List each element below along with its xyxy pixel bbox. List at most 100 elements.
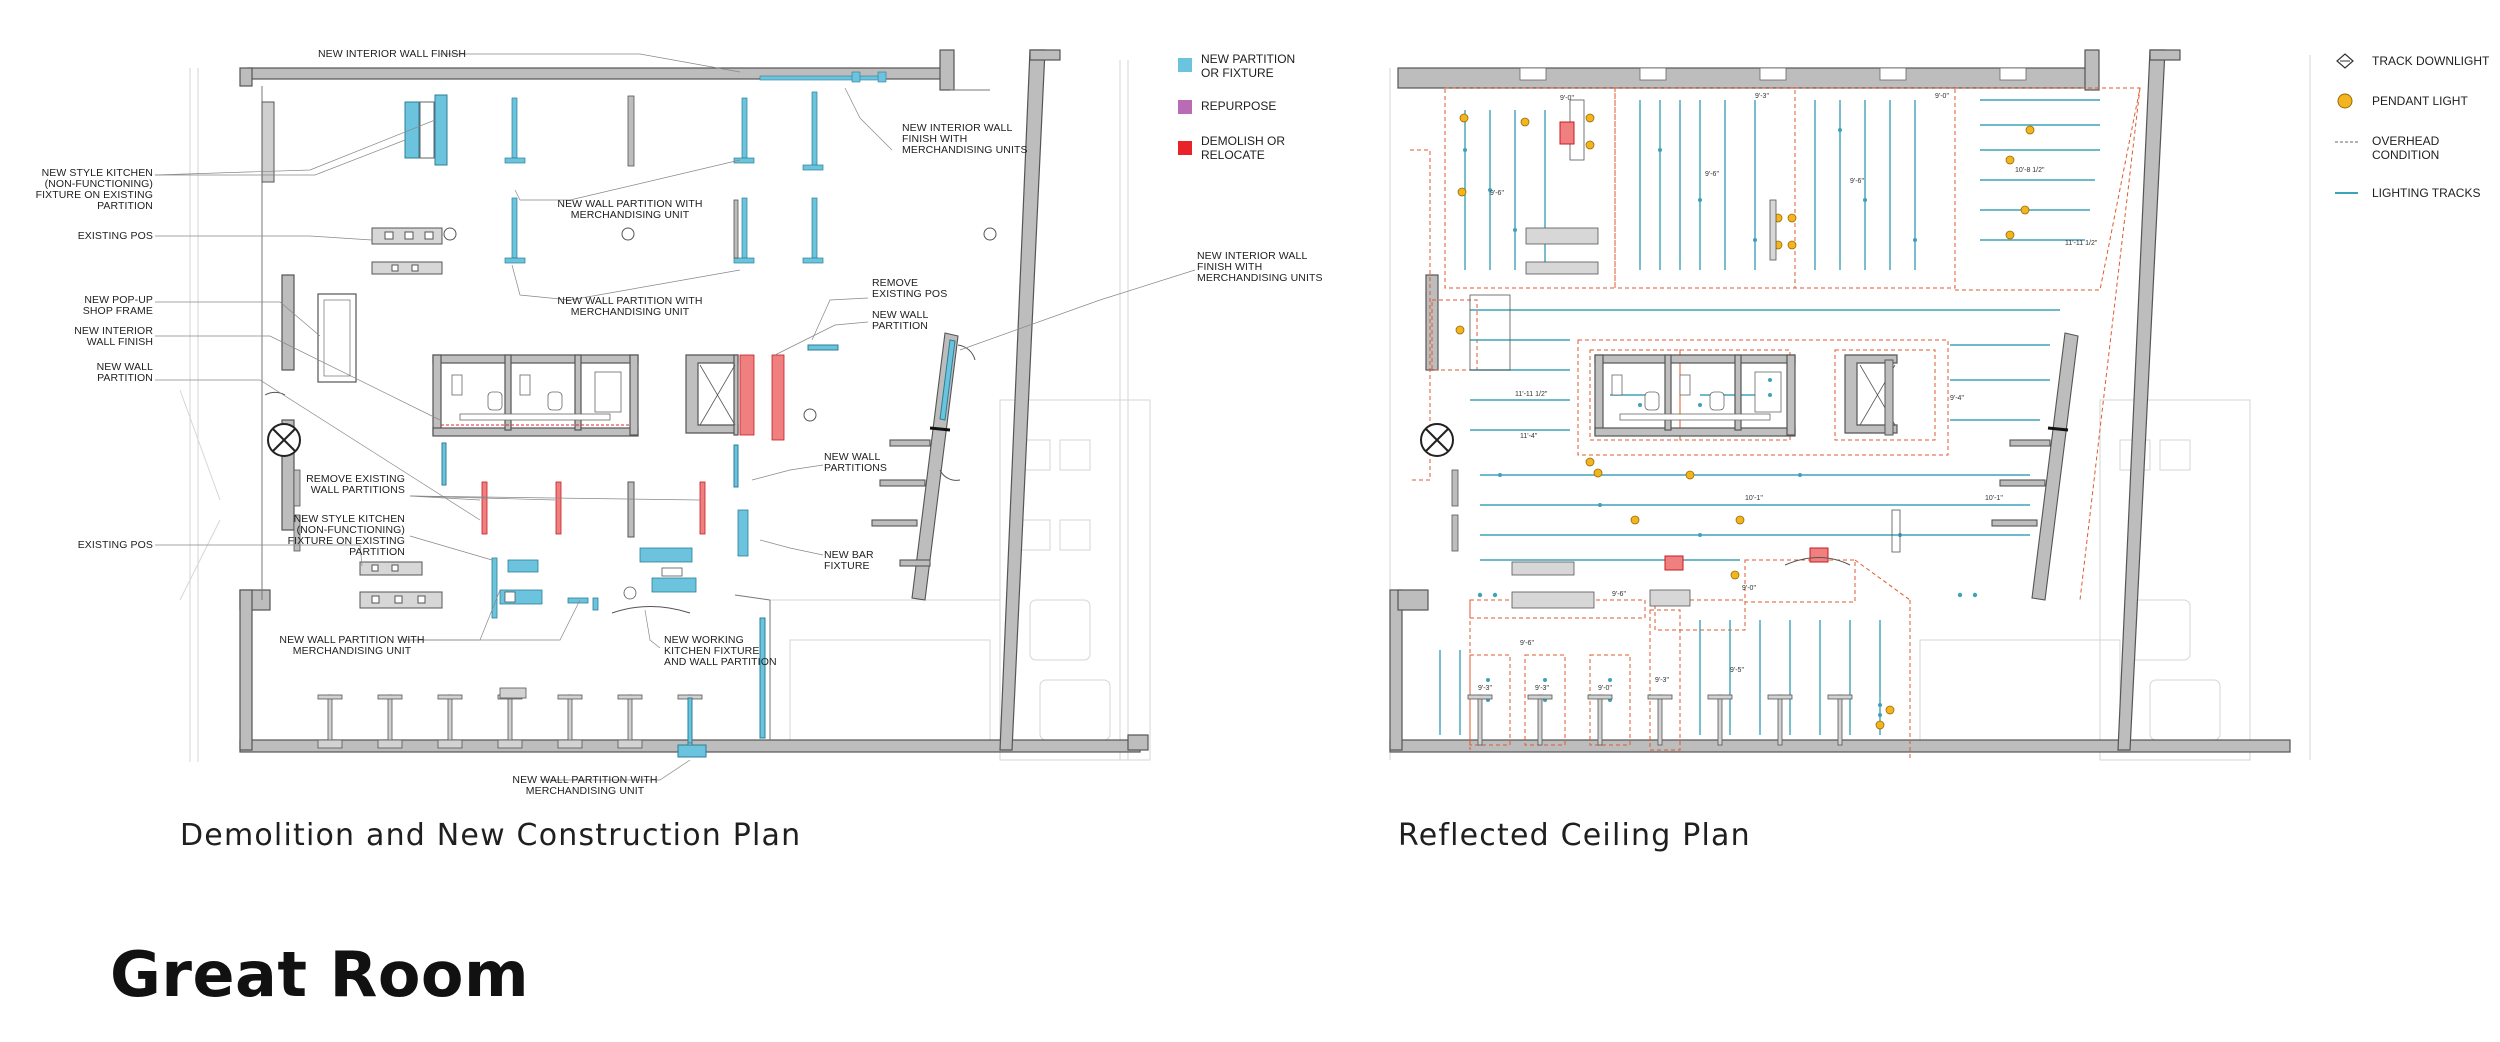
text-line: NEW WALL PARTITION WITH [279, 634, 424, 646]
text-line: TRACK DOWNLIGHT [2372, 54, 2490, 68]
text-line: PARTITION [97, 372, 153, 384]
text-line: OVERHEAD [2372, 134, 2440, 148]
track-downlight-icon [2336, 53, 2354, 69]
kitchen-fixture-lower [491, 509, 749, 619]
ceiling-height: 9'-4" [1950, 395, 1964, 402]
text-line: NEW WALL PARTITION WITH [557, 295, 702, 307]
ceiling-height: 11'-4" [1520, 433, 1538, 440]
text-line: KITCHEN FIXTURE [664, 645, 759, 657]
ceiling-height: 11'-11 1/2" [2065, 240, 2098, 247]
overhead-condition [1410, 87, 2141, 760]
ceiling-height: 9'-6" [1490, 190, 1504, 197]
demolition-annotations: NEW INTERIOR WALL FINISH NEW STYLE KITCH… [36, 48, 1323, 797]
text-line: LIGHTING TRACKS [2372, 186, 2480, 200]
ceiling-height: 10'-8 1/2" [2015, 167, 2045, 174]
text-line: MERCHANDISING UNIT [526, 785, 645, 797]
text-line: PARTITIONS [824, 462, 887, 474]
page-title: Great Room [110, 938, 530, 1011]
text-line: NEW STYLE KITCHEN [42, 167, 153, 179]
text-line: PARTITION [97, 200, 153, 212]
text-line: NEW WALL [872, 309, 928, 321]
ceiling-height: 9'-6" [1520, 640, 1534, 647]
annotation: NEW INTERIOR WALL FINISH [318, 48, 466, 60]
text-line: MERCHANDISING UNITS [1197, 272, 1323, 284]
legend-label: LIGHTING TRACKS [2372, 186, 2480, 200]
text-line: AND WALL PARTITION [664, 656, 777, 668]
ceiling-height: 9'-6" [1612, 591, 1626, 598]
ceiling-heights: 9'-0" 9'-3" 9'-6" 9'-6" 9'-0" 10'-8 1/2"… [1478, 93, 2098, 692]
pendant-lights [1455, 113, 2035, 730]
text-line: NEW INTERIOR WALL [1197, 250, 1307, 262]
annotation-group: NEW STYLE KITCHEN(NON-FUNCTIONING)FIXTUR… [36, 167, 153, 212]
text-line: NEW INTERIOR [74, 325, 153, 337]
text-line: NEW WALL [97, 361, 153, 373]
legend-swatch-demolish [1178, 141, 1192, 155]
text-line: MERCHANDISING UNIT [571, 306, 690, 318]
ceiling-height: 9'-3" [1755, 93, 1769, 100]
text-line: FINISH WITH [902, 133, 967, 145]
text-line: NEW PARTITION [1201, 52, 1295, 66]
ceiling-height: 9'-3" [1535, 685, 1549, 692]
ceiling-height: 9'-0" [1742, 585, 1756, 592]
ceiling-height: 9'-6" [1850, 178, 1864, 185]
text-line: NEW WALL [824, 451, 880, 463]
pendant-light-icon [2337, 93, 2353, 109]
text-line: DEMOLISH OR [1201, 134, 1285, 148]
text-line: NEW WORKING [664, 634, 744, 646]
annotation: EXISTING POS [78, 230, 153, 242]
text-line: SHOP FRAME [83, 305, 153, 317]
text-line: REMOVE EXISTING [306, 473, 405, 485]
ceiling-height: 9'-3" [1655, 677, 1669, 684]
text-line: OR FIXTURE [1201, 66, 1274, 80]
ceiling-height: 9'-0" [1598, 685, 1612, 692]
demolish-fixture [739, 354, 785, 441]
legend-label: TRACK DOWNLIGHT [2372, 54, 2490, 68]
text-line: WALL FINISH [87, 336, 153, 348]
text-line: NEW POP-UP [84, 294, 153, 306]
text-line: REPURPOSE [1201, 99, 1276, 113]
text-line: EXISTING POS [872, 288, 947, 300]
text-line: WALL PARTITIONS [311, 484, 405, 496]
restroom-core [432, 354, 639, 437]
text-line: (NON-FUNCTIONING) [297, 524, 405, 536]
ceiling-plan-caption: Reflected Ceiling Plan [1398, 818, 1751, 853]
legend-label: PENDANT LIGHT [2372, 94, 2468, 108]
text-line: (NON-FUNCTIONING) [45, 178, 153, 190]
legend-label: REPURPOSE [1201, 99, 1276, 113]
text-line: NEW WALL PARTITION WITH [512, 774, 657, 786]
text-line: RELOCATE [1201, 148, 1265, 162]
text-line: MERCHANDISING UNITS [902, 144, 1028, 156]
text-line: FIXTURE [824, 560, 870, 572]
legend-swatch-repurpose [1178, 100, 1192, 114]
ceiling-height: 9'-3" [1478, 685, 1492, 692]
annotation: EXISTING POS [78, 539, 153, 551]
column [261, 101, 275, 183]
text-line: NEW WALL PARTITION WITH [557, 198, 702, 210]
ceiling-height: 11'-11 1/2" [1515, 391, 1548, 398]
existing-pos-upper [371, 227, 443, 275]
exit-symbol [264, 391, 301, 457]
text-line: NEW BAR [824, 549, 874, 561]
text-line: CONDITION [2372, 148, 2439, 162]
existing-pos-lower [359, 561, 443, 609]
text-line: PARTITION [872, 320, 928, 332]
text-line: FIXTURE ON EXISTING [288, 535, 405, 547]
popup-shop-frame [317, 293, 357, 383]
text-line: FIXTURE ON EXISTING [36, 189, 153, 201]
demolition-plan: NEW INTERIOR WALL FINISH NEW STYLE KITCH… [36, 48, 1323, 797]
